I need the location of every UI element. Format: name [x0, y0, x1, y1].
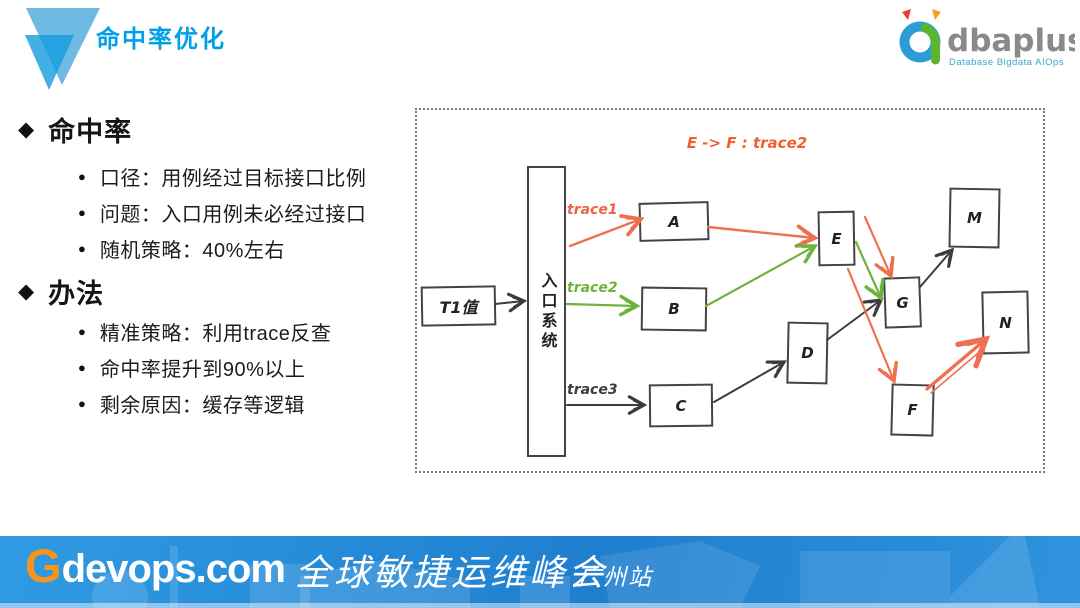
summit-city: 广州站: [578, 565, 653, 590]
edge-b-e: [704, 244, 819, 308]
node-label-d: D: [801, 344, 814, 362]
dot-bullet-icon: ●: [78, 396, 86, 411]
bullet-text: 精准策略：利用trace反查: [99, 323, 332, 345]
edge-e-f: [846, 267, 898, 385]
bullet-text: 命中率提升到90%以上: [99, 359, 306, 381]
node-label-c: C: [675, 396, 687, 415]
dot-bullet-icon: ●: [78, 324, 86, 339]
edge-a-e: [706, 224, 819, 248]
dot-bullet-icon: ●: [78, 360, 86, 375]
logo-orange-flag-icon: [932, 9, 941, 20]
page-title: 命中率优化: [96, 26, 226, 53]
heading-text: 办法: [48, 279, 105, 309]
bullet-item: ● 问题：入口用例未必经过接口: [78, 198, 366, 227]
node-box-n: [981, 290, 1030, 355]
node-label-e: E: [831, 229, 842, 248]
brand-subtitle: Database Bigdata AIOps: [949, 57, 1064, 68]
bullet-text: 随机策略：40%左右: [99, 240, 285, 262]
edge-entry-a-trace1: [568, 214, 645, 248]
diagram-annotation: E -> F : trace2: [686, 134, 808, 152]
slide-logo-triangles-icon: [25, 8, 100, 90]
bullet-text: 问题：入口用例未必经过接口: [99, 204, 367, 226]
node-box-f: [890, 383, 935, 437]
bullet-item: ● 口径：用例经过目标接口比例: [78, 162, 366, 191]
node-box-m: [948, 187, 1001, 249]
edge-e-g-orange: [863, 215, 895, 280]
section-heading-hit-rate: ◆ 命中率: [18, 110, 132, 149]
brand-g: G: [25, 539, 62, 592]
edge-t1-entry: [494, 292, 528, 313]
node-label-b: B: [668, 300, 680, 318]
node-box-entry: [527, 166, 566, 457]
dbaplus-logo: dbaplus Database Bigdata AIOps: [899, 9, 1075, 68]
node-box-d: [786, 321, 829, 385]
edge-label-trace1: trace1: [567, 202, 618, 218]
edge-e-g-green: [854, 240, 885, 302]
trace-flow-diagram: E -> F : trace2 trace1 trace2 trace3 T1值…: [415, 108, 1045, 473]
edge-f-n-double-stroke: [930, 353, 978, 394]
edge-c-d: [713, 360, 787, 403]
node-box-g: [883, 276, 922, 329]
edge-g-m: [919, 247, 955, 288]
diamond-bullet-icon: ◆: [18, 118, 35, 141]
node-label-m: M: [967, 209, 982, 227]
bullet-item: ● 精准策略：利用trace反查: [78, 317, 331, 346]
node-box-c: [648, 383, 714, 428]
summit-title: 全球敏捷运维峰会: [295, 553, 608, 593]
logo-a-tail: [920, 23, 940, 65]
footer-bottom-strip: [0, 603, 1080, 608]
node-label-n: N: [999, 313, 1012, 332]
node-label-g: G: [896, 293, 909, 312]
brand-rest: devops.com: [61, 547, 286, 591]
skyline-background-icon: [92, 536, 1040, 608]
brand-name: dbaplus: [947, 23, 1075, 59]
bullet-item: ● 剩余原因：缓存等逻辑: [78, 389, 305, 418]
logo-red-flag-icon: [902, 9, 911, 20]
diamond-bullet-icon: ◆: [18, 280, 35, 303]
bullet-text: 剩余原因：缓存等逻辑: [99, 395, 305, 417]
bullet-item: ● 随机策略：40%左右: [78, 234, 285, 263]
bullet-text: 口径：用例经过目标接口比例: [99, 168, 367, 190]
dot-bullet-icon: ●: [78, 169, 86, 184]
edge-f-n: [925, 335, 991, 391]
diagram-canvas: [420, 166, 1030, 457]
dot-bullet-icon: ●: [78, 241, 86, 256]
edge-d-g: [826, 298, 884, 341]
node-label-a: A: [668, 212, 680, 231]
node-box-e: [817, 210, 856, 267]
section-heading-method: ◆ 办法: [18, 272, 104, 311]
dot-bullet-icon: ●: [78, 205, 86, 220]
node-label-entry: 入口系统: [538, 271, 556, 352]
node-label-f: F: [907, 401, 918, 419]
edge-entry-b-trace2: [565, 294, 641, 317]
node-box-b: [640, 286, 708, 332]
heading-text: 命中率: [48, 117, 133, 147]
node-box-t1: [420, 285, 497, 327]
edge-label-trace2: trace2: [567, 280, 618, 296]
bullet-item: ● 命中率提升到90%以上: [78, 353, 305, 382]
edge-label-trace3: trace3: [567, 382, 618, 398]
node-label-t1: T1值: [439, 298, 478, 317]
